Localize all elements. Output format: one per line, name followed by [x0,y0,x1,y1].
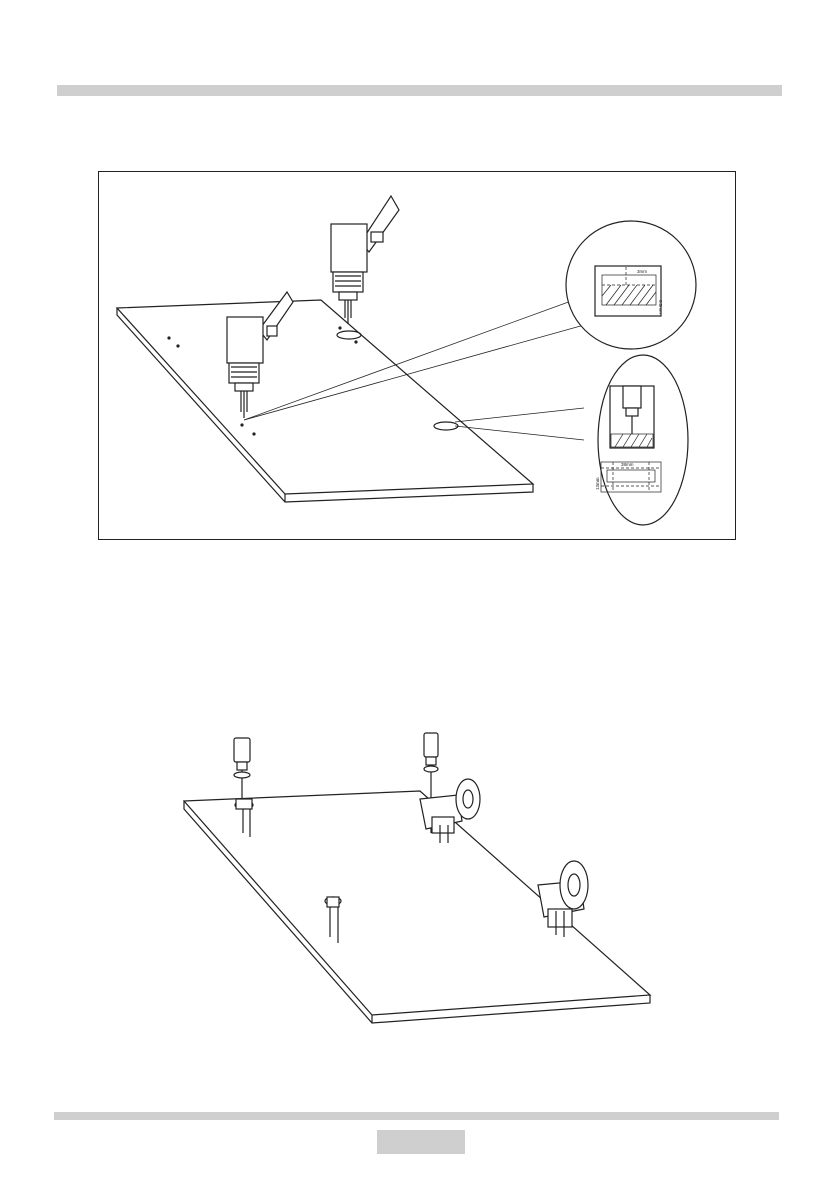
footer-rule [54,1112,779,1120]
detail-circle-bottom [598,355,688,525]
drilling-illustration-frame: 3mm 0.5mm 38mm 13mm [98,171,736,540]
drilling-illustration: 3mm 0.5mm 38mm 13mm [99,172,735,539]
bracket-fastening-drawing [170,725,670,1035]
detail-bottom-depth-label: 13mm [595,477,600,490]
header-rule [57,85,782,96]
detail-top-width-label: 3mm [637,269,647,274]
detail-circle-top [566,221,696,349]
countertop-slab [117,300,533,502]
drill-back [331,196,399,324]
bracket-fastening-illustration [170,725,670,1035]
detail-bottom-width-label: 38mm [621,462,634,467]
detail-top-depth-label: 0.5mm [658,300,663,314]
page-number-tab [377,1130,465,1154]
